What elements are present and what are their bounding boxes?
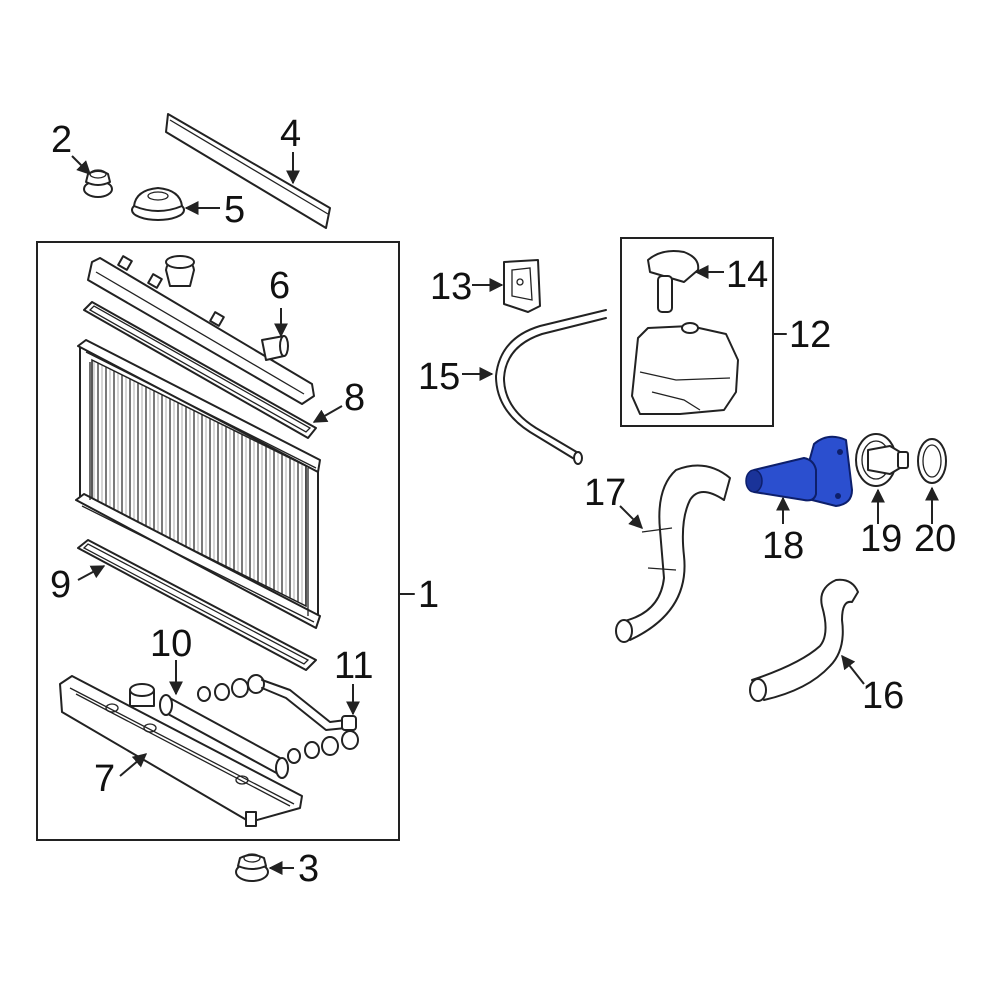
callout-6[interactable]: 6 (269, 265, 290, 307)
callout-18[interactable]: 18 (762, 525, 804, 567)
reservoir-group-frame (620, 237, 774, 427)
callout-11[interactable]: 11 (334, 645, 373, 687)
water-inlet-highlighted[interactable] (745, 435, 853, 507)
callout-10[interactable]: 10 (150, 623, 192, 665)
grommet-lower[interactable] (235, 853, 269, 882)
overflow-hose[interactable] (495, 309, 607, 465)
cooler-pipe[interactable] (261, 679, 357, 731)
callout-7[interactable]: 7 (94, 758, 115, 800)
upper-gasket[interactable] (83, 301, 317, 439)
callout-8[interactable]: 8 (344, 377, 365, 419)
callout-2[interactable]: 2 (51, 119, 72, 161)
upper-radiator-hose[interactable] (615, 464, 731, 643)
callout-15[interactable]: 15 (418, 356, 460, 398)
lower-tank[interactable] (59, 675, 303, 827)
callout-12[interactable]: 12 (789, 314, 831, 356)
callout-9[interactable]: 9 (50, 564, 71, 606)
reservoir-bracket[interactable] (503, 259, 541, 313)
radiator-assembly-frame (36, 241, 400, 841)
radiator-cap[interactable] (131, 187, 185, 221)
callout-3[interactable]: 3 (298, 848, 319, 890)
reservoir-cap[interactable] (647, 250, 700, 313)
callout-17[interactable]: 17 (584, 472, 626, 514)
callout-1[interactable]: 1 (418, 574, 439, 616)
callout-16[interactable]: 16 (862, 675, 904, 717)
callout-13[interactable]: 13 (430, 266, 472, 308)
radiator-core[interactable] (75, 339, 321, 629)
lower-radiator-hose[interactable] (749, 578, 859, 702)
callout-19[interactable]: 19 (860, 518, 902, 560)
callout-14[interactable]: 14 (726, 254, 768, 296)
reservoir-tank[interactable] (631, 322, 739, 415)
callout-20[interactable]: 20 (914, 518, 956, 560)
thermostat[interactable] (855, 433, 909, 487)
lower-gasket[interactable] (77, 539, 317, 671)
callout-5[interactable]: 5 (224, 189, 245, 231)
upper-support-strip[interactable] (165, 113, 331, 229)
grommet-upper[interactable] (83, 169, 113, 198)
thermostat-gasket[interactable] (917, 438, 947, 484)
callout-4[interactable]: 4 (280, 113, 301, 155)
